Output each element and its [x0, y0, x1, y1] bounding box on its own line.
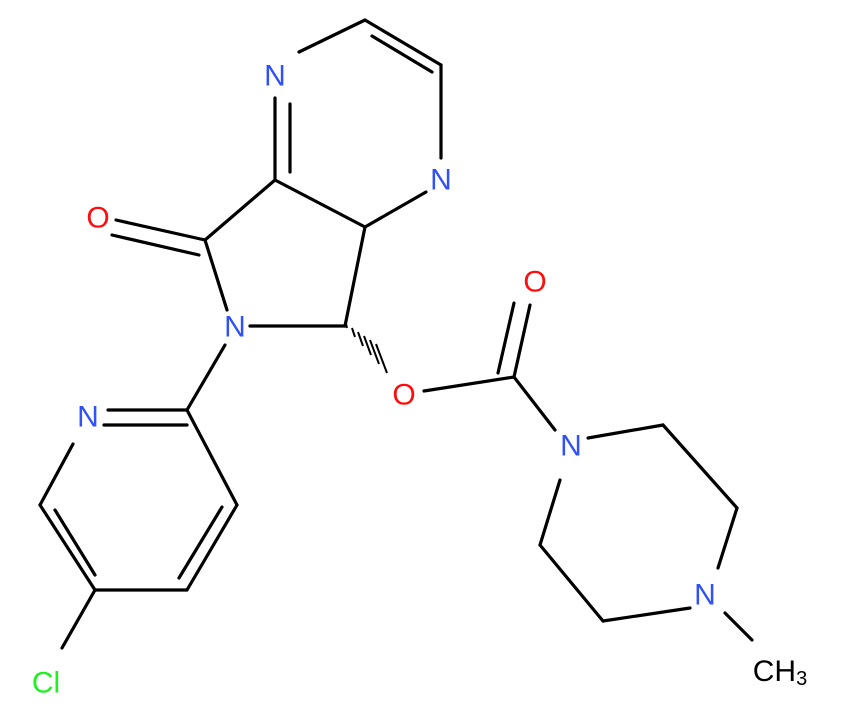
atom-n: N: [694, 579, 716, 612]
bond: [185, 343, 227, 412]
bond: [38, 503, 97, 592]
bond: [496, 301, 516, 375]
bond: [661, 423, 739, 510]
atom-ch3: CH3: [753, 655, 807, 691]
bond: [297, 18, 367, 54]
bond: [185, 408, 239, 507]
atom-n: N: [264, 60, 286, 93]
atom-n: N: [77, 401, 99, 434]
bond: [723, 611, 754, 642]
bond: [177, 505, 224, 580]
bond: [363, 18, 443, 67]
bond: [273, 178, 367, 229]
bond: [512, 375, 557, 432]
bond: [110, 233, 201, 257]
bond: [203, 178, 277, 242]
bond: [343, 225, 367, 328]
atom-n: N: [560, 430, 582, 463]
bond: [203, 238, 229, 312]
ch3-subscript: 3: [796, 668, 807, 690]
bond: [716, 506, 739, 570]
bonds: [38, 18, 754, 650]
bond: [422, 375, 516, 393]
atom-n: N: [224, 311, 246, 344]
bond: [363, 190, 428, 229]
atom-o: O: [392, 379, 415, 412]
atom-n: N: [430, 164, 452, 197]
atom-cl: Cl: [32, 667, 60, 700]
bond: [538, 543, 605, 623]
bond: [538, 478, 562, 547]
bond: [38, 442, 75, 507]
bond: [53, 508, 97, 577]
atom-o: O: [86, 202, 109, 235]
bond: [114, 218, 207, 242]
bond: [370, 34, 434, 74]
hashed-wedge: [345, 323, 388, 374]
bond: [601, 606, 692, 623]
bond: [586, 423, 665, 440]
bond: [512, 303, 532, 379]
atom-o: O: [523, 266, 546, 299]
ch3-main: CH: [753, 655, 796, 688]
bond: [60, 588, 97, 650]
bond: [185, 503, 239, 592]
